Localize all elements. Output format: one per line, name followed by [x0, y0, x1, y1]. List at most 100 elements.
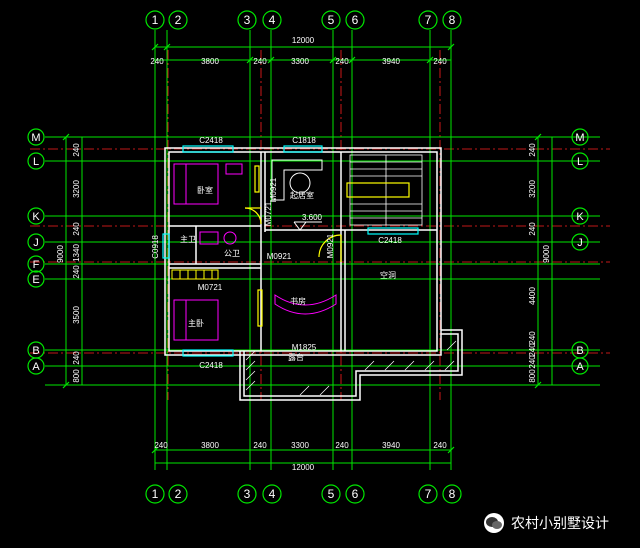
svg-text:3800: 3800: [201, 57, 219, 66]
svg-text:5: 5: [328, 487, 335, 501]
axis-label-l: L: [33, 156, 39, 168]
room-label-bathroom: 主卫: [180, 234, 196, 244]
room-label-public-wc: 公卫: [224, 249, 240, 258]
svg-text:A: A: [576, 361, 584, 373]
axis-label-e: E: [32, 274, 39, 286]
dimension-text-right: 240 3200 240 4400 240 240 240 800 9000: [528, 143, 551, 383]
svg-text:240: 240: [528, 355, 537, 369]
svg-text:240: 240: [72, 351, 81, 365]
door-label-m0721-a: M0721: [264, 201, 273, 226]
door-labels: M0721 M0721 M0921 M0921 M0921 M1825: [198, 177, 335, 352]
axis-label-1: 1: [152, 13, 159, 27]
axis-label-j: J: [33, 237, 39, 249]
svg-text:3800: 3800: [201, 441, 219, 450]
axis-label-5: 5: [328, 13, 335, 27]
axis-labels-left: M L K J F E B A: [31, 132, 40, 373]
room-label-lounge: 起居室: [290, 190, 314, 200]
axis-label-a: A: [32, 361, 40, 373]
svg-text:240: 240: [72, 143, 81, 157]
svg-text:3500: 3500: [72, 306, 81, 324]
svg-text:240: 240: [433, 441, 447, 450]
svg-text:3200: 3200: [72, 180, 81, 198]
door-label-m0921-c: M0921: [326, 233, 335, 258]
lounge-sofa: [271, 159, 323, 201]
svg-text:L: L: [577, 156, 583, 168]
svg-text:3940: 3940: [382, 441, 400, 450]
svg-text:240: 240: [72, 265, 81, 279]
svg-text:K: K: [576, 211, 584, 223]
axis-bubbles-right: [571, 128, 589, 375]
dimension-lines: [45, 30, 600, 470]
svg-text:240: 240: [253, 57, 267, 66]
watermark: 农村小别墅设计: [483, 512, 609, 534]
axis-label-8: 8: [449, 13, 456, 27]
svg-text:800: 800: [528, 369, 537, 383]
axis-label-m: M: [31, 132, 40, 144]
window-label-c1818: C1818: [292, 136, 316, 145]
axis-lines: [30, 50, 610, 400]
svg-text:2: 2: [175, 487, 182, 501]
door-label-m0721-b: M0721: [198, 283, 223, 292]
window-label-c0918: C0918: [151, 235, 160, 259]
svg-text:J: J: [577, 237, 583, 249]
svg-text:3: 3: [244, 487, 251, 501]
dimension-text-bottom: 240 3800 240 3300 240 3940 240 12000: [154, 441, 447, 472]
dimension-text-top: 12000 240 3800 240 3300 240 3940 240: [150, 36, 447, 66]
window-labels: C2418 C1818 C2418 C2418 C0918: [151, 136, 402, 370]
window-label-c2418-mid: C2418: [378, 236, 402, 245]
svg-text:4400: 4400: [528, 287, 537, 305]
svg-text:7: 7: [425, 487, 432, 501]
svg-text:4: 4: [269, 487, 276, 501]
window-label-c2418-top: C2418: [199, 136, 223, 145]
axis-label-b: B: [32, 345, 39, 357]
axis-labels-top: 1 2 3 4 5 6 7 8: [152, 13, 456, 27]
door-label-m1825: M1825: [292, 343, 317, 352]
axis-label-f: F: [33, 259, 40, 271]
svg-text:1340: 1340: [72, 244, 81, 262]
elevation-label: 3.600: [302, 213, 323, 222]
door-label-m0921-a: M0921: [269, 177, 278, 202]
svg-text:800: 800: [72, 369, 81, 383]
svg-text:240: 240: [433, 57, 447, 66]
svg-text:240: 240: [154, 441, 168, 450]
svg-text:240: 240: [528, 343, 537, 357]
wechat-logo-icon: [484, 513, 504, 533]
svg-text:240: 240: [150, 57, 164, 66]
total-height-left: 9000: [56, 245, 65, 263]
room-label-study: 书房: [290, 296, 306, 306]
svg-text:B: B: [576, 345, 583, 357]
svg-text:M: M: [575, 132, 584, 144]
elevation-marker: 3.600: [293, 213, 323, 231]
svg-text:240: 240: [253, 441, 267, 450]
svg-text:3940: 3940: [382, 57, 400, 66]
axis-labels-bottom: 1 2 3 4 5 6 7 8: [152, 487, 456, 501]
room-labels: 卧室 起居室 主卫 公卫 主卧 书房 空洞 露台: [180, 185, 396, 362]
staircase: [349, 154, 423, 226]
axis-labels-right: M L K J B A: [575, 132, 584, 373]
doors: [244, 165, 342, 327]
svg-text:240: 240: [335, 57, 349, 66]
furniture: [173, 163, 337, 341]
room-label-void: 空洞: [380, 270, 396, 280]
window-label-c2418-bottom: C2418: [199, 361, 223, 370]
svg-text:6: 6: [352, 487, 359, 501]
svg-text:3200: 3200: [528, 180, 537, 198]
total-width-top: 12000: [292, 36, 315, 45]
svg-text:1: 1: [152, 487, 159, 501]
room-label-balcony: 露台: [288, 352, 304, 362]
svg-text:240: 240: [528, 222, 537, 236]
room-label-bedroom: 卧室: [197, 185, 213, 195]
stair-handrail: [346, 182, 410, 198]
svg-text:3300: 3300: [291, 57, 309, 66]
axis-label-3: 3: [244, 13, 251, 27]
shelves: [171, 269, 219, 280]
total-width-bottom: 12000: [292, 463, 315, 472]
axis-bubbles-left: [27, 128, 45, 375]
windows: [162, 145, 419, 357]
axis-label-7: 7: [425, 13, 432, 27]
door-label-m0921-b: M0921: [267, 252, 292, 261]
dimension-ticks: [62, 43, 542, 454]
svg-text:8: 8: [449, 487, 456, 501]
axis-label-6: 6: [352, 13, 359, 27]
